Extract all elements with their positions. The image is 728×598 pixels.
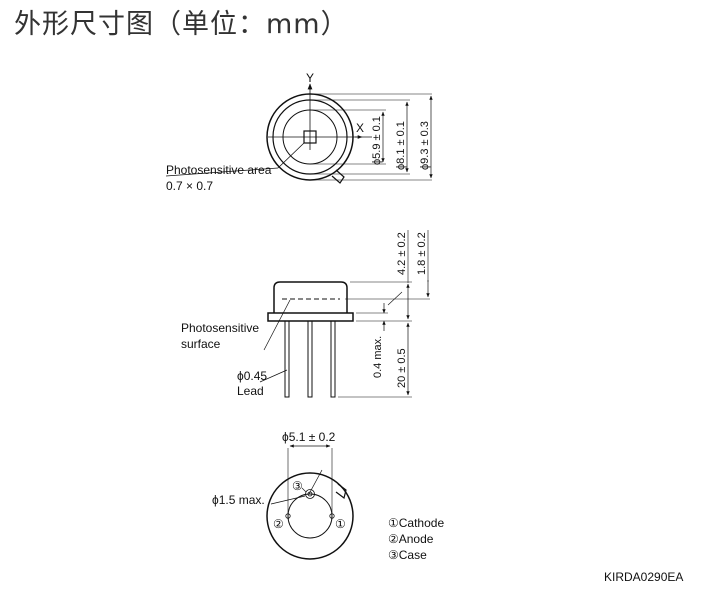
dim-total-height: 4.2 ± 0.2 [396,232,408,275]
window-max-diameter: ϕ1.5 max. [212,493,265,507]
dim-mid-diameter: ϕ8.1 ± 0.1 [395,121,407,170]
y-axis-label: Y [306,71,314,85]
dim-surface-height: 1.8 ± 0.2 [416,232,428,275]
lead-right [330,320,336,398]
lead-label: Lead [237,384,264,398]
pin-1-marker: ① [335,517,346,531]
drawing-code: KIRDA0290EA [604,570,683,584]
bottom-view [266,444,354,560]
x-axis-label: X [356,121,364,135]
legend-case: ③Case [388,548,427,562]
pin-2-marker: ② [273,517,284,531]
pin-hole-3-outer [305,489,315,499]
pin-3-marker: ③ [292,479,303,493]
legend-cathode: ①Cathode [388,516,444,530]
bottom-outer-circle [266,472,354,560]
dim-outer-diameter: ϕ9.3 ± 0.3 [419,121,431,170]
photosensitive-area-value: 0.7 × 0.7 [166,179,213,193]
pin-circle [287,493,333,539]
dim-lead-length: 20 ± 0.5 [396,348,408,388]
lead-diameter-label: ϕ0.45 [237,369,267,383]
package-flange [267,312,354,322]
dim-flange-thickness: 0.4 max. [372,336,384,378]
photosensitive-surface-label-1: Photosensitive [181,321,259,335]
dim-inner-diameter: ϕ5.9 ± 0.1 [371,116,383,165]
package-cap [273,281,348,313]
lead-center [307,320,313,398]
legend-anode: ②Anode [388,532,434,546]
photosensitive-area-label: Photosensitive area [166,163,272,177]
top-view [165,83,433,184]
lead-left [284,320,290,398]
photosensitive-square [303,130,317,144]
pin-circle-diameter: ϕ5.1 ± 0.2 [282,430,336,444]
bottom-index-tab [335,483,347,500]
photosensitive-surface-label-2: surface [181,337,221,351]
side-view [259,230,430,398]
page-title: 外形尺寸图（单位：mm） [14,9,349,40]
